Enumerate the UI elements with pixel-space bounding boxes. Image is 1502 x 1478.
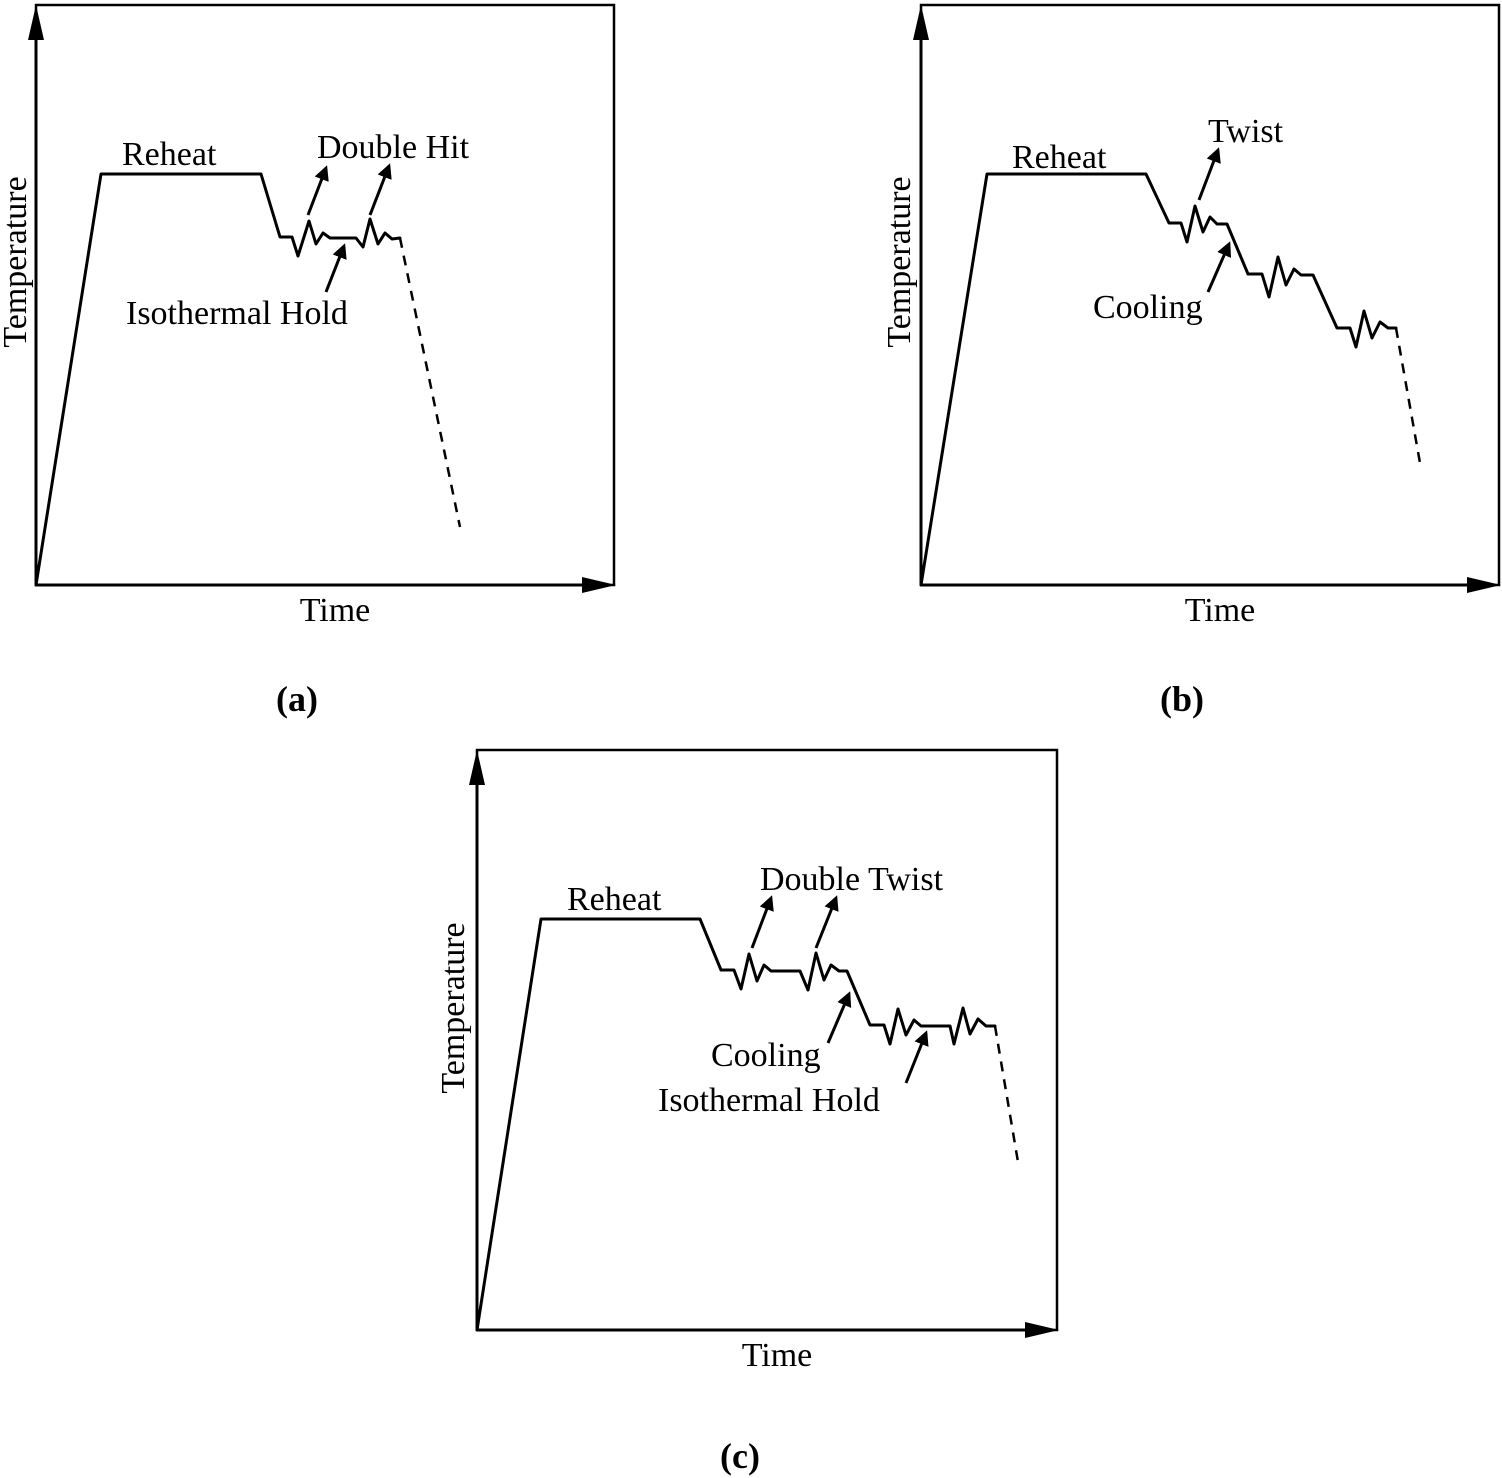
panel-b-twist-arrow	[1197, 147, 1221, 201]
panel-c-reheat-label: Reheat	[567, 881, 662, 918]
panel-a-y-axis-arrowhead	[28, 5, 44, 40]
panel-b-y-axis-title: Temperature	[881, 176, 918, 347]
panel-a-schedule-curve	[34, 172, 402, 587]
panel-c-isothermal-hold-label: Isothermal Hold	[658, 1082, 880, 1119]
panel-c-y-axis-arrowhead	[469, 750, 485, 785]
panel-c: Reheat Double Twist Cooling Isothermal H…	[435, 748, 1059, 1476]
panel-a-reheat-label: Reheat	[122, 136, 217, 173]
panel-b-reheat-label: Reheat	[1012, 139, 1107, 176]
panel-c-x-axis-arrowhead	[1025, 1322, 1059, 1338]
panel-b-schedule-curve	[919, 172, 1398, 587]
panel-a-y-axis-title: Temperature	[0, 176, 34, 347]
panel-a-hold-arrow	[324, 243, 347, 293]
panel-a-isothermal-hold-label: Isothermal Hold	[126, 295, 348, 332]
panel-a-quench-dashed	[398, 237, 462, 528]
panel-b-x-axis-arrowhead	[1467, 577, 1501, 593]
panel-b-label: (b)	[1160, 679, 1204, 719]
panel-c-label: (c)	[720, 1436, 760, 1476]
panel-c-double-twist-label: Double Twist	[760, 861, 944, 898]
panel-b-twist-label: Twist	[1208, 113, 1284, 150]
panel-c-hold-arrow	[904, 1030, 929, 1084]
panel-a-label: (a)	[276, 679, 318, 719]
panel-b-x-axis-title: Time	[1185, 592, 1256, 629]
panel-a-x-axis-title: Time	[300, 592, 371, 629]
panel-c-x-axis-title: Time	[742, 1337, 813, 1374]
panel-b-cooling-label: Cooling	[1093, 289, 1203, 326]
panel-c-y-axis-title: Temperature	[435, 922, 472, 1093]
panel-a-double-hit-arrow-2	[368, 163, 392, 216]
panel-c-cooling-arrow	[826, 991, 852, 1044]
panel-a-x-axis-arrowhead	[582, 577, 616, 593]
panel-b-cooling-arrow	[1206, 241, 1232, 293]
panel-a: Reheat Double Hit Isothermal Hold Time T…	[0, 3, 616, 719]
panel-b-frame	[919, 3, 1501, 587]
panel-c-double-twist-arrow-2	[814, 895, 839, 949]
panel-c-quench-dashed	[993, 1025, 1020, 1163]
panel-b-y-axis-arrowhead	[913, 5, 929, 40]
panel-a-double-hit-arrow-1	[306, 165, 329, 216]
panel-c-schedule-curve	[475, 917, 997, 1332]
panel-b: Reheat Twist Cooling Time Temperature (b…	[881, 3, 1501, 719]
panel-a-double-hit-label: Double Hit	[317, 129, 470, 166]
panel-c-double-twist-arrow-1	[750, 895, 774, 949]
panel-c-cooling-label: Cooling	[711, 1037, 821, 1074]
panel-b-quench-dashed	[1394, 327, 1422, 464]
